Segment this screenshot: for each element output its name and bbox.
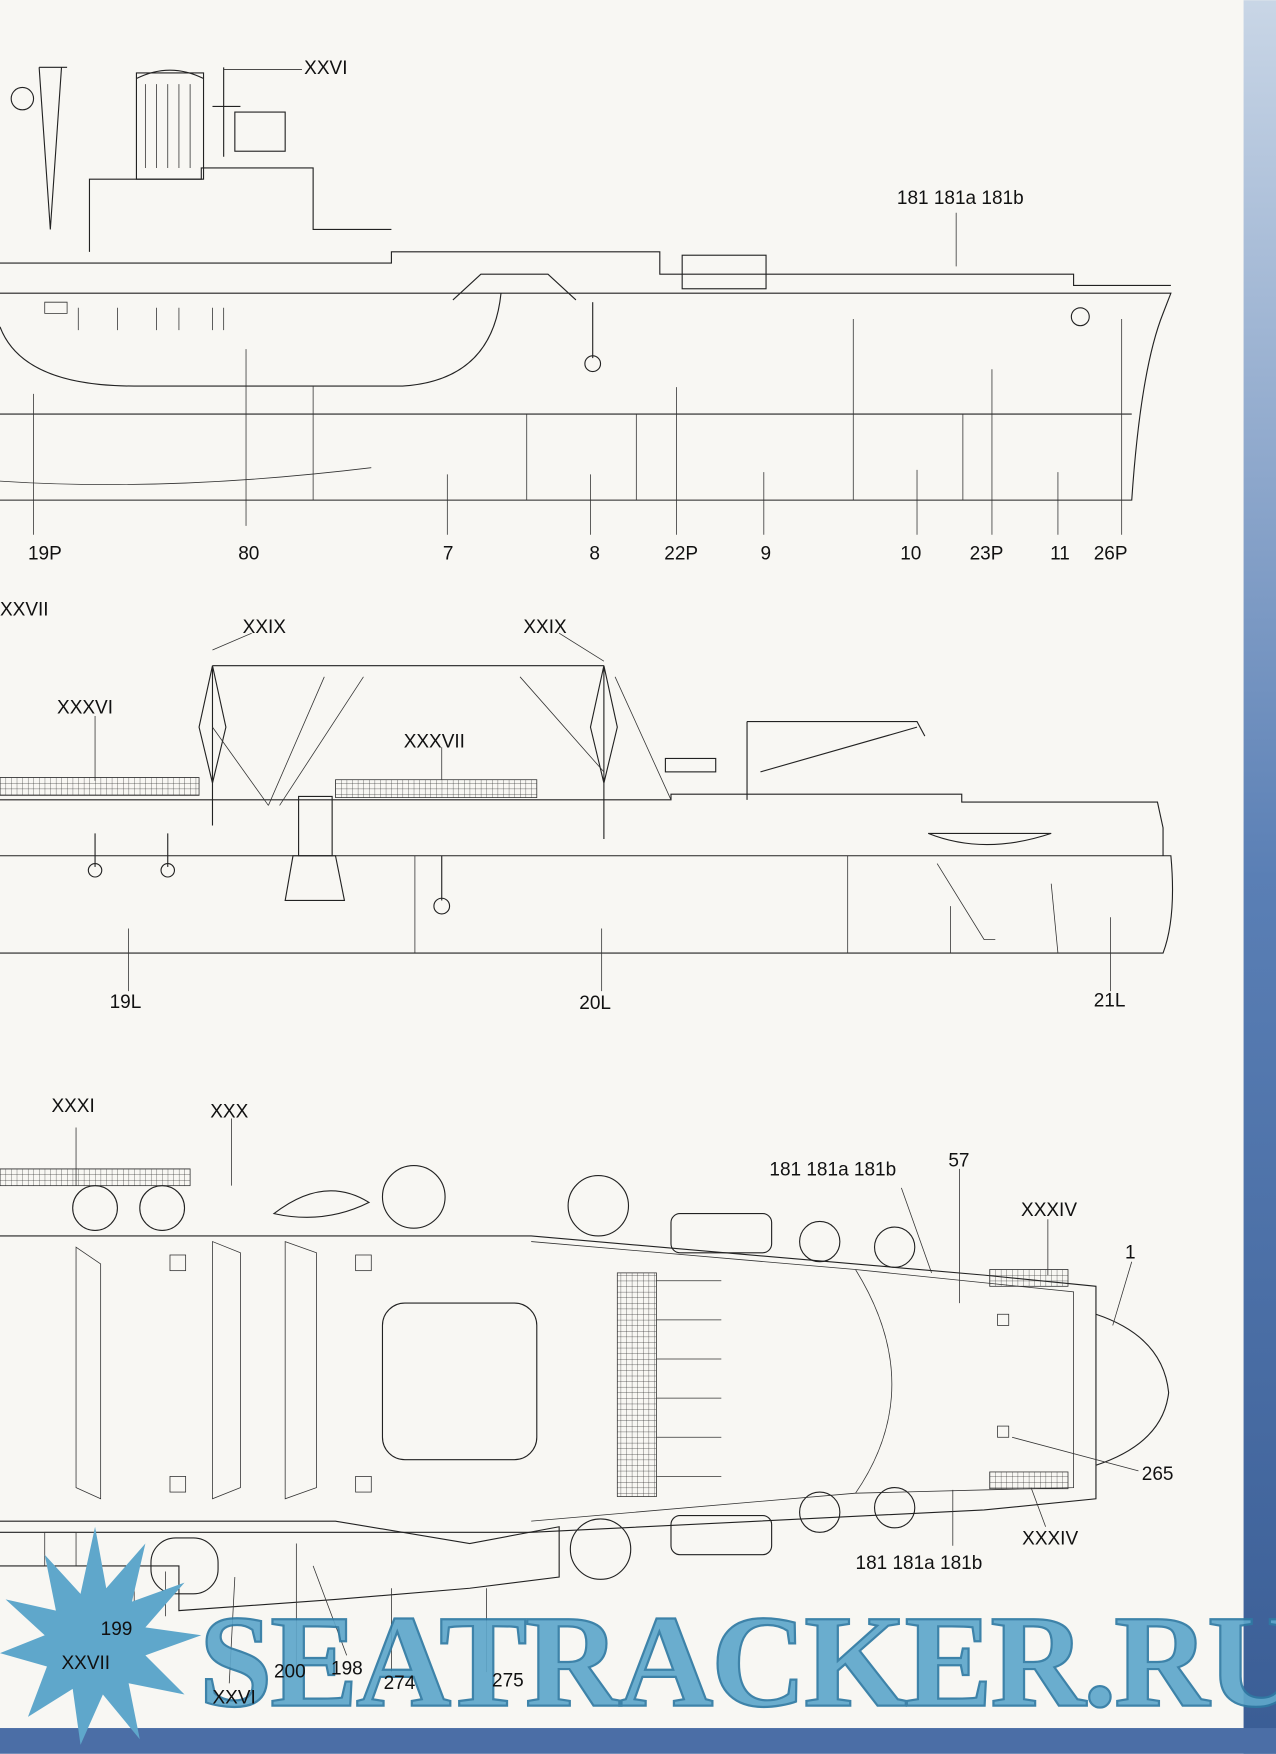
sea-painting-edge <box>1243 0 1276 1754</box>
callout-label: XXVI <box>212 1687 255 1708</box>
callout-label: 21L <box>1094 991 1126 1012</box>
callout-label: 57 <box>948 1151 969 1172</box>
callout-label: XXXIV <box>1021 1200 1077 1221</box>
callout-label: 9 <box>760 543 771 564</box>
sea-painting-bottom <box>0 1728 1276 1754</box>
seatracker-watermark: SEATRACKER.RU <box>0 1526 1276 1745</box>
callout-label: XXVII <box>0 599 49 620</box>
callout-label: 200 <box>274 1662 306 1683</box>
callout-label: 11 <box>1050 543 1070 564</box>
callout-label: 7 <box>443 543 454 564</box>
callout-label: 80 <box>238 543 259 564</box>
callout-label: XXVI <box>304 58 347 79</box>
callout-label: 19P <box>28 543 62 564</box>
callout-label: 22P <box>664 543 698 564</box>
port-profile: XXVII XXIX XXIX XXXVI XXXVII 19L 20L 21L <box>0 599 1174 1014</box>
starboard-profile: XXVI 181 181a 181b 19P 80 7 8 22P 9 10 2… <box>0 58 1172 564</box>
callout-label: XXVII <box>62 1653 111 1674</box>
svg-text:SEATRACKER.RU: SEATRACKER.RU <box>199 1588 1276 1735</box>
callout-label: 26P <box>1094 543 1128 564</box>
callout-label: 10 <box>900 543 921 564</box>
callout-label: XXXIV <box>1022 1529 1078 1550</box>
callout-label: XXXVII <box>404 731 465 752</box>
callout-label: XXXVI <box>57 698 113 719</box>
callout-label: 181 181a 181b <box>897 188 1024 209</box>
callout-label: 181 181a 181b <box>769 1160 896 1181</box>
callout-label: 274 <box>384 1673 416 1694</box>
callout-label: 8 <box>589 543 600 564</box>
callout-label: 199 <box>101 1619 133 1640</box>
callout-label: XXXI <box>51 1096 94 1117</box>
callout-label: 265 <box>1142 1464 1174 1485</box>
callout-label: XXIX <box>523 617 567 638</box>
callout-label: 1 <box>1125 1242 1136 1263</box>
callout-label: 19L <box>110 992 142 1013</box>
callout-label: 181 181a 181b <box>856 1553 983 1574</box>
plan-callouts-lower: 199 XXVII 200 198 XXVI 274 275 <box>62 1619 524 1708</box>
callout-label: 23P <box>970 543 1004 564</box>
callout-label: 20L <box>579 993 611 1014</box>
callout-label: XXX <box>210 1101 248 1122</box>
callout-label: 198 <box>331 1658 363 1679</box>
callout-label: XXIX <box>243 617 287 638</box>
callout-label: 275 <box>492 1671 524 1692</box>
